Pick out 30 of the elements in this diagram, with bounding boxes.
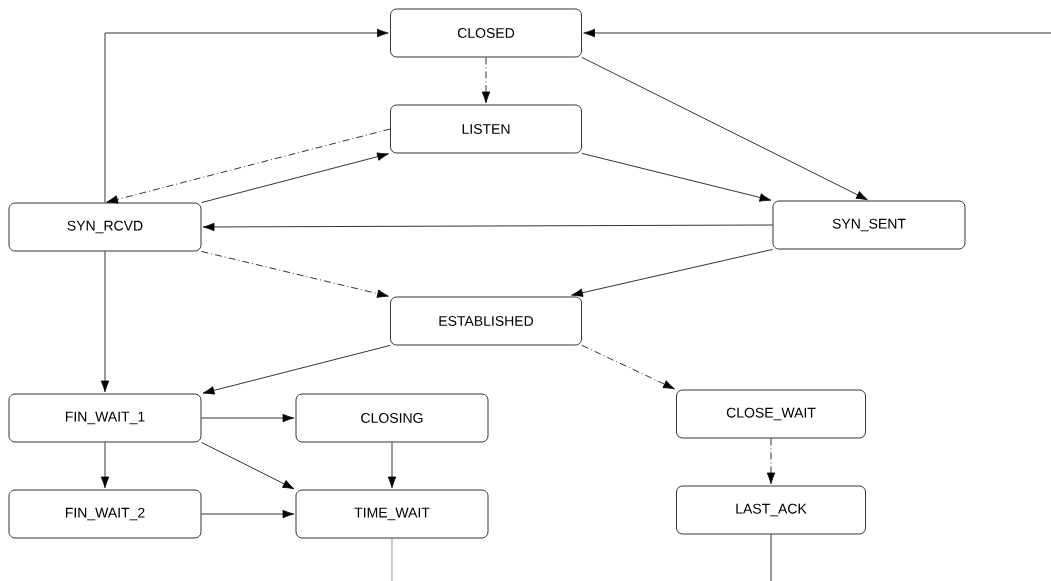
arrow xyxy=(202,345,391,395)
arrow xyxy=(387,442,397,489)
state-box: ESTABLISHED xyxy=(390,296,582,346)
arrow xyxy=(202,222,773,232)
arrow xyxy=(201,413,295,423)
state-box: SYN_RCVD xyxy=(8,202,202,252)
arrow xyxy=(201,251,389,298)
arrow xyxy=(581,345,675,390)
state-box: SYN_SENT xyxy=(772,200,966,250)
arrow xyxy=(766,438,776,485)
arrow xyxy=(106,128,391,204)
arrow xyxy=(201,442,295,490)
arrow xyxy=(581,153,772,202)
arrow xyxy=(481,57,491,104)
arrow xyxy=(583,28,1051,38)
state-box: TIME_WAIT xyxy=(295,489,489,539)
arrow xyxy=(201,152,389,203)
arrow xyxy=(581,57,868,201)
arrow xyxy=(571,249,773,297)
state-box: CLOSED xyxy=(390,8,582,58)
state-box: LAST_ACK xyxy=(676,485,866,535)
state-box: LISTEN xyxy=(390,104,582,154)
state-box: FIN_WAIT_1 xyxy=(8,393,202,443)
arrow xyxy=(100,251,110,393)
state-box: CLOSE_WAIT xyxy=(676,389,866,439)
arrow xyxy=(104,28,389,203)
state-box: FIN_WAIT_2 xyxy=(8,489,202,539)
arrow xyxy=(201,509,295,519)
state-box: CLOSING xyxy=(295,393,489,443)
arrow xyxy=(100,442,110,489)
